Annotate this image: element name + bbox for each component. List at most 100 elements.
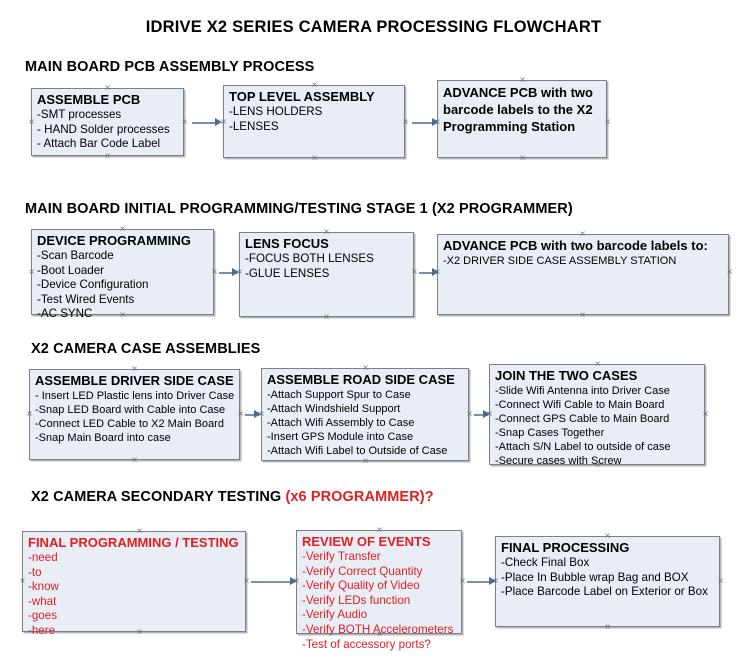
box-line: -Verify Audio [302, 608, 368, 622]
section-title-4-accent: (x6 PROGRAMMER)? [285, 489, 434, 505]
flow-box-lens-focus[interactable]: LENS FOCUS -FOCUS BOTH LENSES -GLUE LENS… [239, 232, 414, 317]
box-line: -Attach Wifi Label to Outside of Case [267, 445, 448, 457]
resize-handle-top[interactable] [130, 365, 139, 374]
resize-handle-bottom[interactable] [103, 152, 112, 161]
resize-handle-left[interactable] [433, 268, 442, 277]
connector-arrow [192, 122, 216, 124]
resize-handle-left[interactable] [433, 118, 442, 127]
resize-handle-right[interactable] [465, 410, 474, 419]
connector-arrow [412, 122, 436, 124]
resize-handle-left[interactable] [18, 577, 27, 586]
resize-handle-left[interactable] [235, 268, 244, 277]
box-line: -SMT processes [37, 108, 122, 121]
box-line: -Secure cases with Screw [495, 455, 622, 467]
resize-handle-top[interactable] [593, 360, 602, 369]
flow-box-final-programming-testing[interactable]: FINAL PROGRAMMING / TESTING -need -to -k… [22, 531, 246, 637]
connector-arrow [474, 414, 488, 416]
connector-arrow [245, 414, 259, 416]
flow-box-assemble-driver-side-case[interactable]: ASSEMBLE DRIVER SIDE CASE - Insert LED P… [29, 369, 240, 460]
resize-handle-right[interactable] [180, 118, 189, 127]
box-line: -to [28, 565, 42, 579]
resize-handle-left[interactable] [491, 577, 500, 586]
resize-handle-left[interactable] [485, 410, 494, 419]
resize-handle-top[interactable] [361, 364, 370, 373]
box-line: -Verify Quality of Video [302, 579, 420, 593]
connector-arrow [219, 272, 237, 274]
box-line: -Check Final Box [501, 556, 590, 569]
resize-handle-right[interactable] [242, 577, 251, 586]
box-title: JOIN THE TWO CASES [495, 368, 638, 383]
box-line: -Connect Wifi Cable to Main Board [495, 399, 665, 411]
resize-handle-left[interactable] [27, 118, 36, 127]
resize-handle-left[interactable] [292, 577, 301, 586]
resize-handle-right[interactable] [458, 577, 467, 586]
resize-handle-top[interactable] [578, 230, 587, 239]
box-line: -Verify Transfer [302, 550, 381, 563]
resize-handle-top[interactable] [135, 527, 144, 536]
flow-box-assemble-pcb[interactable]: ASSEMBLE PCB -SMT processes - HAND Solde… [31, 88, 184, 156]
box-line: -Snap Main Board into case [35, 432, 171, 444]
box-line: -FOCUS BOTH LENSES [245, 252, 374, 265]
resize-handle-bottom[interactable] [118, 311, 127, 320]
resize-handle-bottom[interactable] [361, 457, 370, 466]
box-title: ADVANCE PCB with two barcode labels to: [443, 238, 708, 253]
resize-handle-right[interactable] [701, 410, 710, 419]
box-line: -Connect LED Cable to X2 Main Board [35, 418, 224, 430]
resize-handle-right[interactable] [236, 410, 245, 419]
box-line: -Verify LEDs function [302, 593, 411, 607]
flow-box-assemble-road-side-case[interactable]: ASSEMBLE ROAD SIDE CASE -Attach Support … [261, 368, 469, 461]
section-title-4-text: X2 CAMERA SECONDARY TESTING [31, 489, 286, 505]
resize-handle-top[interactable] [375, 526, 384, 535]
box-line: -goes [28, 609, 58, 623]
box-line: -GLUE LENSES [245, 266, 330, 280]
resize-handle-top[interactable] [118, 225, 127, 234]
flow-box-device-programming[interactable]: DEVICE PROGRAMMING -Scan Barcode -Boot L… [31, 229, 214, 320]
resize-handle-top[interactable] [603, 532, 612, 541]
resize-handle-top[interactable] [103, 84, 112, 93]
resize-handle-bottom[interactable] [603, 623, 612, 632]
resize-handle-top[interactable] [518, 76, 527, 85]
resize-handle-left[interactable] [27, 268, 36, 277]
resize-handle-bottom[interactable] [518, 154, 527, 163]
flow-box-advance-pcb-programming-station[interactable]: ADVANCE PCB with two barcode labels to t… [437, 80, 607, 158]
resize-handle-bottom[interactable] [375, 630, 384, 639]
resize-handle-bottom[interactable] [135, 628, 144, 637]
box-line: -Connect GPS Cable to Main Board [495, 413, 670, 425]
resize-handle-bottom[interactable] [593, 461, 602, 470]
resize-handle-bottom[interactable] [322, 313, 331, 322]
box-line: -Scan Barcode [37, 249, 114, 262]
resize-handle-right[interactable] [410, 268, 419, 277]
resize-handle-bottom[interactable] [130, 456, 139, 465]
resize-handle-right[interactable] [603, 118, 612, 127]
box-title: DEVICE PROGRAMMING [37, 233, 191, 248]
resize-handle-bottom[interactable] [578, 311, 587, 320]
resize-handle-right[interactable] [716, 577, 725, 586]
box-line: -Attach Wifi Assembly to Case [267, 417, 415, 429]
flow-box-advance-pcb-driver-side-station[interactable]: ADVANCE PCB with two barcode labels to: … [437, 234, 729, 315]
flow-box-top-level-assembly[interactable]: TOP LEVEL ASSEMBLY -LENS HOLDERS -LENSES [223, 85, 405, 158]
resize-handle-top[interactable] [310, 81, 319, 90]
resize-handle-left[interactable] [219, 118, 228, 127]
section-title-3: X2 CAMERA CASE ASSEMBLIES [31, 341, 261, 357]
resize-handle-right[interactable] [725, 268, 734, 277]
resize-handle-left[interactable] [25, 410, 34, 419]
connector-arrow [251, 581, 293, 583]
flow-box-join-the-two-cases[interactable]: JOIN THE TWO CASES -Slide Wifi Antenna i… [489, 364, 705, 467]
resize-handle-top[interactable] [322, 228, 331, 237]
flow-box-final-processing[interactable]: FINAL PROCESSING -Check Final Box -Place… [495, 536, 720, 627]
resize-handle-left[interactable] [257, 410, 266, 419]
resize-handle-bottom[interactable] [310, 154, 319, 163]
box-title: ASSEMBLE ROAD SIDE CASE [267, 372, 455, 387]
box-line: -Attach Support Spur to Case [267, 389, 411, 401]
box-title: REVIEW OF EVENTS [302, 534, 431, 549]
box-line: -Attach S/N Label to outside of case [495, 441, 671, 453]
box-line-overflow: -Test of accessory ports? [302, 637, 431, 651]
box-line: -Insert GPS Module into Case [267, 431, 414, 443]
resize-handle-right[interactable] [210, 268, 219, 277]
box-title: LENS FOCUS [245, 236, 329, 251]
box-line: -Snap Cases Together [495, 427, 605, 439]
resize-handle-right[interactable] [401, 118, 410, 127]
flow-box-review-of-events[interactable]: REVIEW OF EVENTS -Verify Transfer -Verif… [296, 530, 462, 651]
box-line: -X2 DRIVER SIDE CASE ASSEMBLY STATION [443, 255, 677, 267]
